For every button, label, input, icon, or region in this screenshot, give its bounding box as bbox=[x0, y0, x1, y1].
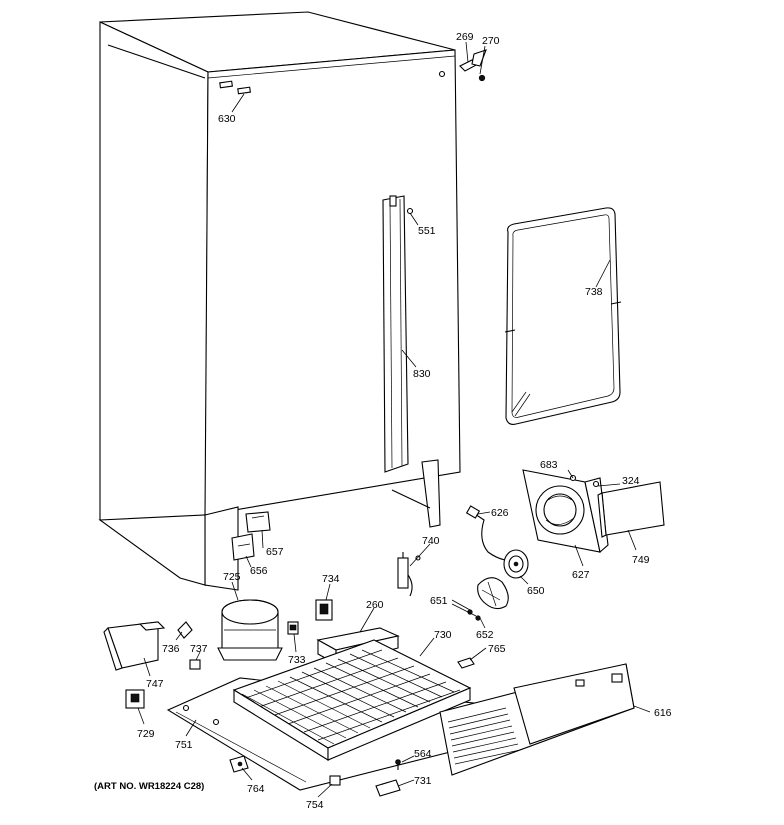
callout-564: 564 bbox=[414, 748, 432, 760]
callout-725: 725 bbox=[223, 571, 241, 583]
callout-626: 626 bbox=[491, 507, 509, 519]
callout-270: 270 bbox=[482, 35, 500, 47]
refrigerator-cabinet bbox=[98, 11, 461, 591]
callout-labels: 269 270 630 551 738 830 683 324 626 749 … bbox=[94, 31, 672, 811]
part-651-fan-blade bbox=[467, 577, 509, 621]
callout-747: 747 bbox=[146, 678, 164, 690]
callout-324: 324 bbox=[622, 475, 640, 487]
part-765-clip bbox=[457, 657, 475, 669]
part-747-cover bbox=[103, 621, 166, 671]
callout-731: 731 bbox=[414, 775, 432, 787]
callout-627: 627 bbox=[572, 569, 590, 581]
callout-765: 765 bbox=[488, 643, 506, 655]
callout-737: 737 bbox=[190, 643, 208, 655]
part-733-overload bbox=[287, 621, 299, 635]
part-729-capacitor bbox=[125, 689, 145, 709]
callout-764: 764 bbox=[247, 783, 265, 795]
callout-738: 738 bbox=[585, 286, 603, 298]
callout-630: 630 bbox=[218, 113, 236, 125]
callout-733: 733 bbox=[288, 654, 306, 666]
callout-734: 734 bbox=[322, 573, 340, 585]
part-626-harness bbox=[465, 505, 506, 561]
part-749-cover bbox=[592, 480, 665, 538]
callout-683: 683 bbox=[540, 459, 558, 471]
callout-830: 830 bbox=[413, 368, 431, 380]
part-616-grille bbox=[439, 663, 635, 776]
part-740-defrost bbox=[397, 552, 421, 597]
callout-657: 657 bbox=[266, 546, 284, 558]
callout-740: 740 bbox=[422, 535, 440, 547]
part-725-compressor bbox=[217, 599, 283, 661]
callout-730: 730 bbox=[434, 629, 452, 641]
part-754-pad bbox=[329, 775, 341, 786]
callout-551: 551 bbox=[418, 225, 436, 237]
callout-729: 729 bbox=[137, 728, 155, 740]
art-number-note: (ART NO. WR18224 C28) bbox=[94, 781, 204, 792]
part-830-strip bbox=[382, 195, 441, 528]
callout-651: 651 bbox=[430, 595, 448, 607]
part-269-hinge bbox=[459, 49, 487, 82]
callout-269: 269 bbox=[456, 31, 474, 43]
callout-260: 260 bbox=[366, 599, 384, 611]
callout-616: 616 bbox=[654, 707, 672, 719]
callout-751: 751 bbox=[175, 739, 193, 751]
callout-754: 754 bbox=[306, 799, 324, 811]
part-731-clip bbox=[375, 779, 401, 797]
callout-749: 749 bbox=[632, 554, 650, 566]
part-738-gasket bbox=[504, 207, 622, 425]
callout-650: 650 bbox=[527, 585, 545, 597]
part-564-screw bbox=[395, 759, 401, 770]
callout-736: 736 bbox=[162, 643, 180, 655]
callout-656: 656 bbox=[250, 565, 268, 577]
part-764-clip bbox=[229, 755, 249, 773]
part-730-condenser bbox=[232, 639, 472, 761]
part-650-fan-motor bbox=[503, 549, 529, 579]
callout-652: 652 bbox=[476, 629, 494, 641]
part-656-bracket bbox=[231, 533, 255, 561]
part-657-bracket bbox=[245, 511, 271, 533]
part-736-grommet bbox=[177, 621, 193, 639]
leader-lines bbox=[137, 41, 651, 798]
part-737-nut bbox=[189, 659, 201, 670]
part-734-relay bbox=[315, 599, 333, 621]
